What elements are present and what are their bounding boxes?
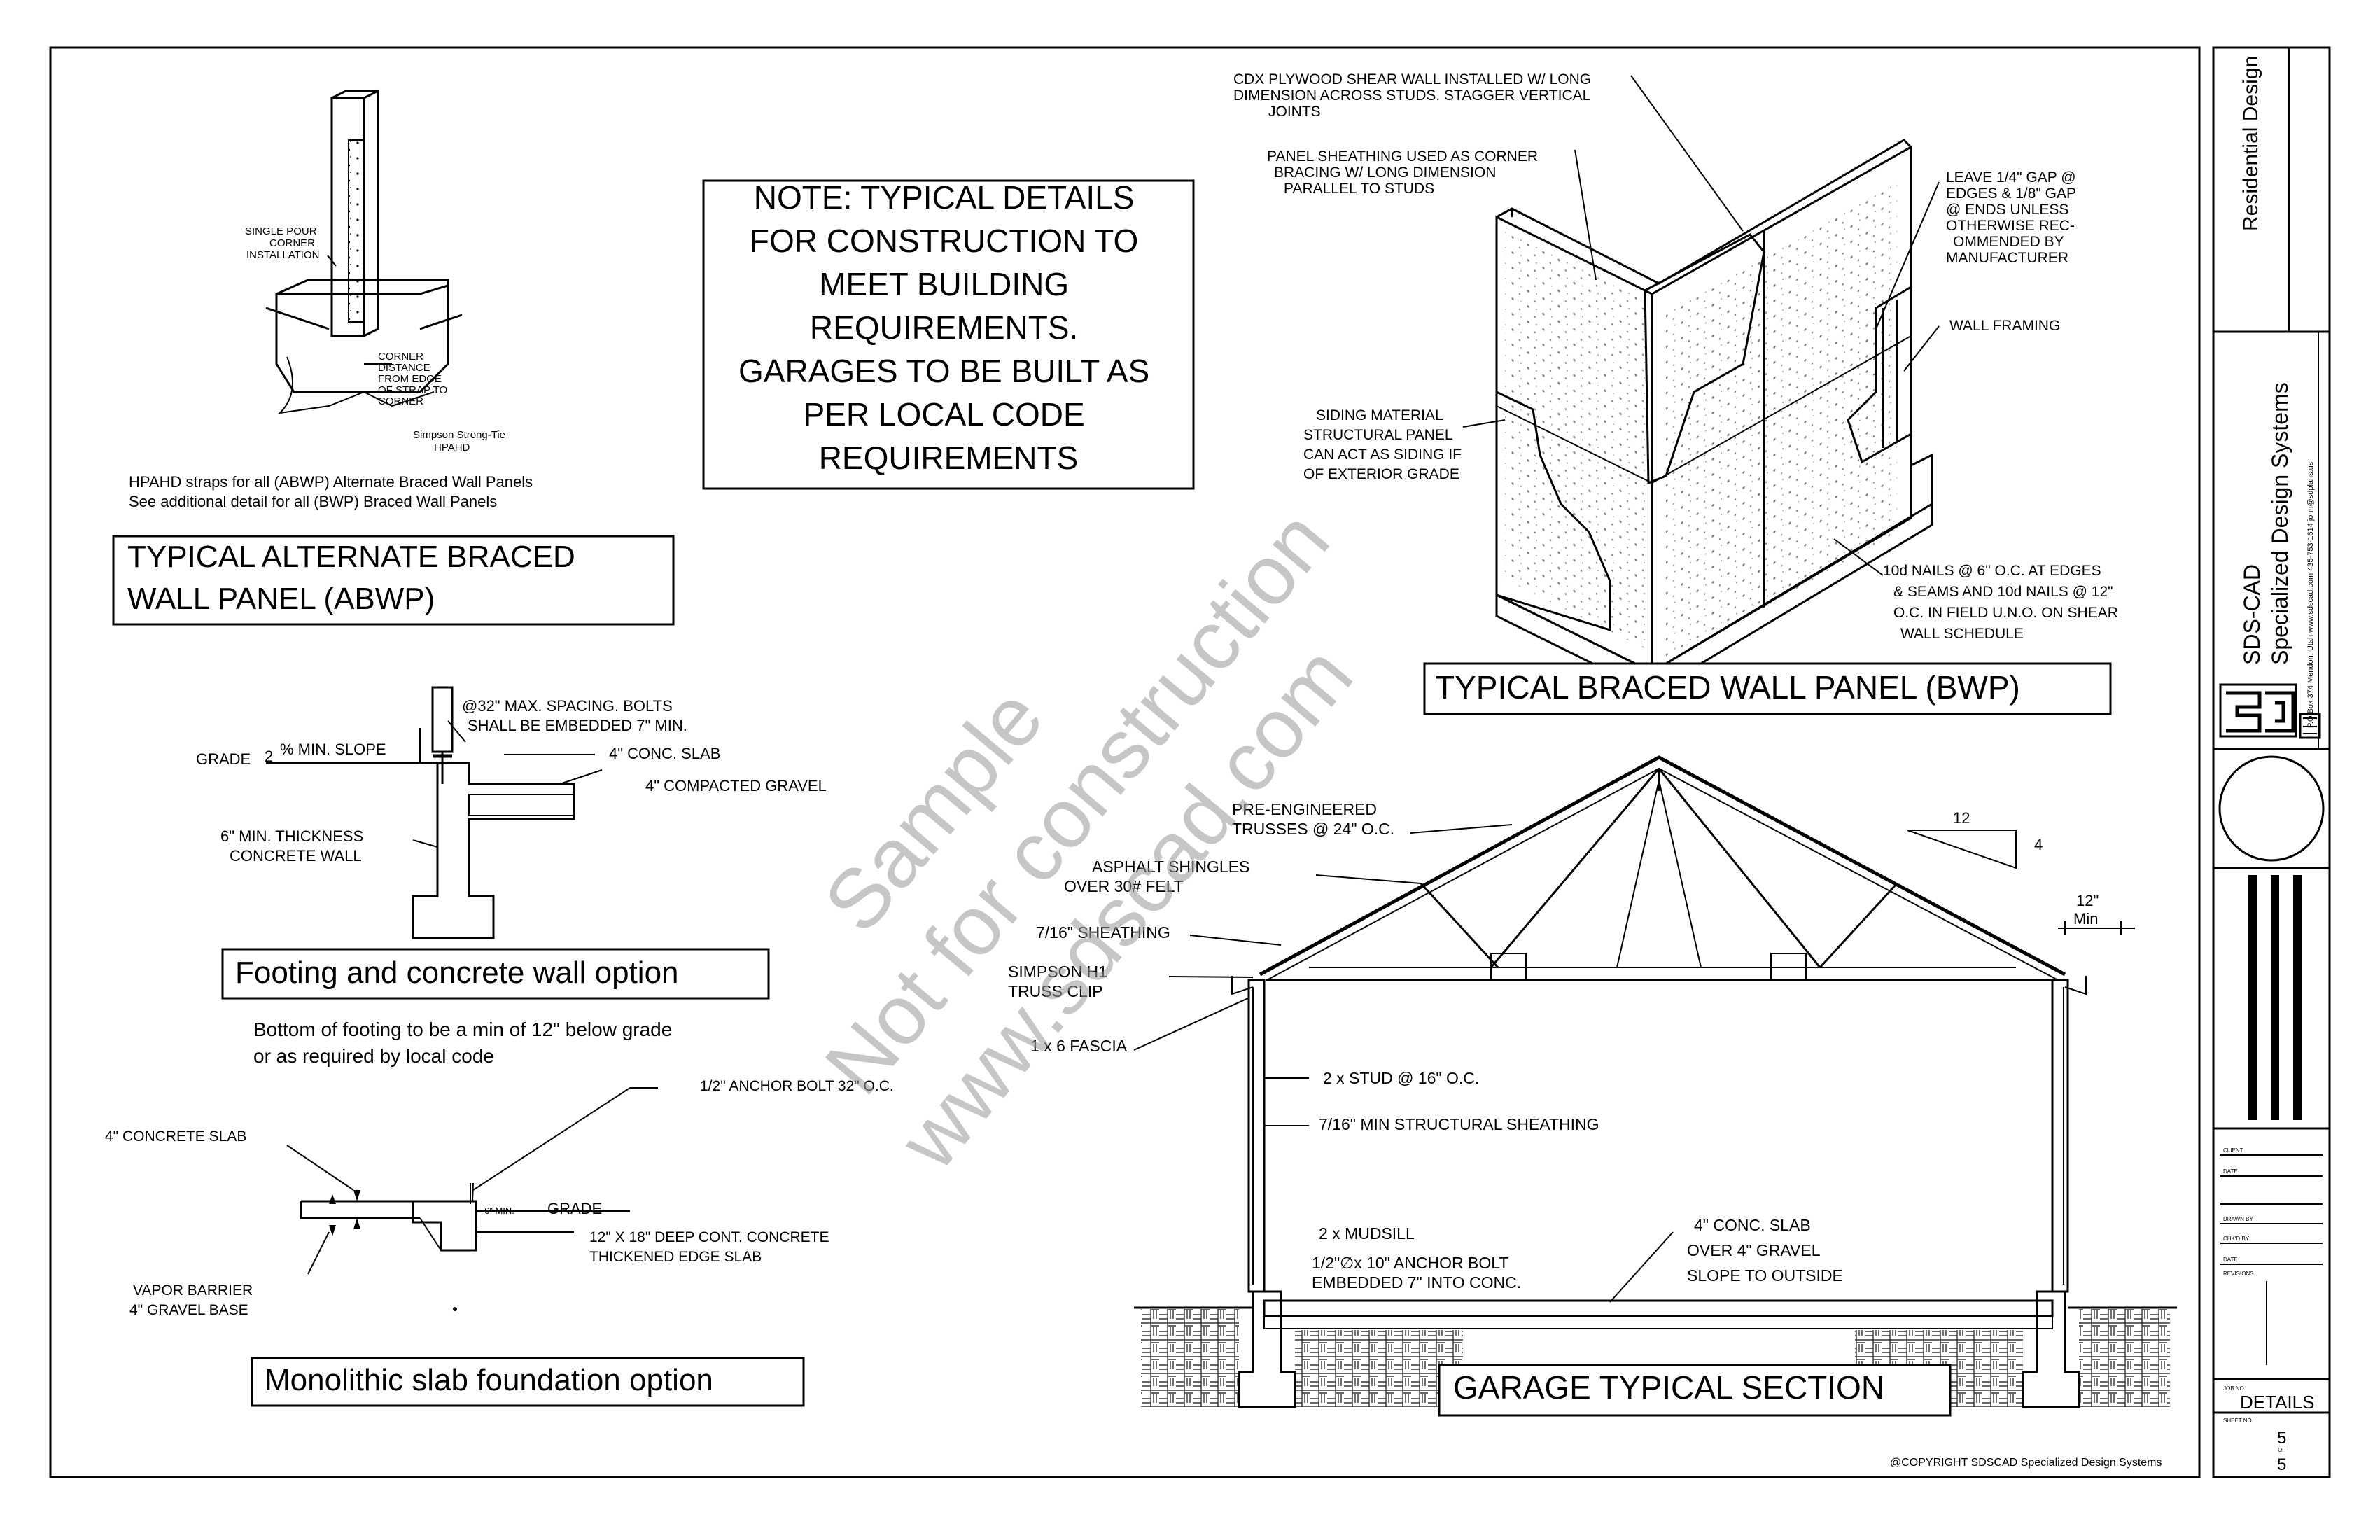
- company-address: P.O.Box 374 Mendon, Utah www.sdscad.com …: [2306, 461, 2315, 728]
- title-bar: [2248, 875, 2257, 1120]
- garage-shingles-label: ASPHALT SHINGLES OVER 30# FELT: [1064, 858, 1254, 895]
- bwp-title-box: [1423, 662, 2112, 715]
- mono-min-label: 6" MIN.: [484, 1205, 514, 1216]
- abwp-detail: SINGLE POUR CORNER INSTALLATION CORNER D…: [245, 89, 508, 454]
- bwp-title: TYPICAL BRACED WALL PANEL (BWP): [1435, 669, 2020, 706]
- company-name: SDS-CAD: [2239, 564, 2264, 665]
- bwp-wall-framing-label: WALL FRAMING: [1949, 318, 2060, 334]
- mono-slab-detail: [286, 1087, 658, 1311]
- garage-trusses-label: PRE-ENGINEERED TRUSSES @ 24" O.C.: [1232, 800, 1394, 838]
- garage-structural-label: 7/16" MIN STRUCTURAL SHEATHING: [1319, 1115, 1600, 1133]
- bwp-siding-label: SIDING MATERIAL STRUCTURAL PANEL CAN ACT…: [1303, 407, 1466, 482]
- bwp-panel-label: PANEL SHEATHING USED AS CORNER BRACING W…: [1267, 148, 1542, 197]
- sheet-number: 5: [2277, 1429, 2286, 1448]
- date2-label: DATE: [2223, 1256, 2238, 1263]
- pitch-run: 12: [1953, 809, 1970, 827]
- overhang-label: 12" Min: [2073, 892, 2103, 927]
- leader-line: [1833, 538, 1884, 576]
- residential-design-label: Residential Design: [2239, 56, 2262, 231]
- company-full-name: Specialized Design Systems: [2267, 382, 2292, 665]
- seal-circle: [2218, 755, 2325, 862]
- client-label: CLIENT: [2223, 1147, 2244, 1154]
- mono-title-box: [251, 1357, 805, 1407]
- note-text: NOTE: TYPICAL DETAILS FOR CONSTRUCTION T…: [738, 179, 1158, 476]
- footing-wall-label: 6" MIN. THICKNESS CONCRETE WALL: [220, 827, 368, 864]
- drawing-border: [49, 46, 2201, 1478]
- date-label: DATE: [2223, 1168, 2238, 1175]
- abwp-note-1: HPAHD straps for all (ABWP) Alternate Br…: [129, 473, 533, 491]
- footing-title-box: [221, 948, 770, 1000]
- sheet-no-label: SHEET NO.: [2223, 1418, 2253, 1424]
- garage-stud-label: 2 x STUD @ 16" O.C.: [1323, 1069, 1479, 1087]
- bwp-leave-gap-label: LEAVE 1/4" GAP @ EDGES & 1/8" GAP @ ENDS…: [1946, 169, 2080, 266]
- abwp-title-box: [112, 535, 675, 626]
- garage-fascia-label: 1 x 6 FASCIA: [1030, 1037, 1128, 1055]
- note-box: [702, 179, 1195, 490]
- garage-title-box: [1438, 1364, 1952, 1417]
- bwp-detail: [1495, 139, 1933, 694]
- garage-slab-label: 4" CONC. SLAB OVER 4" GRAVEL SLOPE TO OU…: [1687, 1216, 1843, 1284]
- footing-note-1: Bottom of footing to be a min of 12" bel…: [253, 1018, 672, 1040]
- garage-clip-label: SIMPSON H1 TRUSS CLIP: [1008, 962, 1112, 1000]
- footing-title: Footing and concrete wall option: [235, 955, 679, 990]
- bwp-cdx-label: CDX PLYWOOD SHEAR WALL INSTALLED W/ LONG…: [1233, 71, 1595, 120]
- mono-title: Monolithic slab foundation option: [265, 1363, 713, 1397]
- title-bar: [2293, 875, 2302, 1120]
- leader-line: [1875, 181, 1940, 330]
- drawn-by-label: DRAWN BY: [2223, 1216, 2253, 1222]
- mono-slab-label: 4" CONCRETE SLAB: [105, 1128, 246, 1144]
- sds-logo: [2219, 683, 2321, 739]
- bwp-nails-label: 10d NAILS @ 6" O.C. AT EDGES & SEAMS AND…: [1883, 563, 2122, 642]
- abwp-note-2: See additional detail for all (BWP) Brac…: [129, 493, 497, 510]
- copyright-notice: @COPYRIGHT SDSCAD Specialized Design Sys…: [1890, 1457, 2162, 1469]
- leader-line: [1630, 75, 1744, 232]
- garage-anchor-label: 1/2"∅x 10" ANCHOR BOLT EMBEDDED 7" INTO …: [1312, 1254, 1521, 1292]
- mono-thickened-label: 12" X 18" DEEP CONT. CONCRETE THICKENED …: [589, 1229, 833, 1265]
- abwp-label-single-pour: SINGLE POUR CORNER INSTALLATION: [245, 225, 320, 261]
- abwp-label-simpson: Simpson Strong-Tie HPAHD: [413, 429, 508, 454]
- checked-by-label: CHK'D BY: [2223, 1236, 2250, 1242]
- abwp-title-line1: TYPICAL ALTERNATE BRACED: [127, 540, 575, 574]
- mono-vapor-label: VAPOR BARRIER 4" GRAVEL BASE: [130, 1282, 257, 1318]
- footing-slab-label: 4" CONC. SLAB: [609, 745, 720, 762]
- abwp-label-corner: CORNER DISTANCE FROM EDGE OF STRAP TO CO…: [378, 351, 450, 407]
- garage-sheathing-label: 7/16" SHEATHING: [1036, 923, 1170, 941]
- footing-note-2: or as required by local code: [253, 1045, 494, 1067]
- leader-line: [1462, 419, 1506, 428]
- title-block: Residential Design SDS-CAD Specialized D…: [2213, 48, 2330, 1474]
- sheet-total: 5: [2277, 1455, 2286, 1474]
- footing-gravel-label: 4" COMPACTED GRAVEL: [645, 777, 827, 794]
- sheet-title: DETAILS: [2240, 1392, 2314, 1413]
- footing-slope-label: % MIN. SLOPE: [280, 741, 386, 758]
- mono-grade-label: GRADE: [547, 1200, 602, 1217]
- footing-spacing-label: @32" MAX. SPACING. BOLTS SHALL BE EMBEDD…: [462, 697, 687, 734]
- mono-anchor-label: 1/2" ANCHOR BOLT 32" O.C.: [700, 1078, 894, 1094]
- title-bar: [2271, 875, 2279, 1120]
- footing-slope-num: 2: [265, 748, 273, 765]
- garage-section: [1133, 755, 2177, 1408]
- leader-line: [1574, 149, 1597, 281]
- footing-grade-label: GRADE: [196, 750, 251, 768]
- pitch-rise: 4: [2034, 836, 2043, 853]
- revisions-label: REVISIONS: [2223, 1270, 2254, 1277]
- garage-mudsill-label: 2 x MUDSILL: [1319, 1224, 1415, 1242]
- leader-line: [1903, 326, 1940, 372]
- of-label: OF: [2278, 1447, 2286, 1453]
- abwp-title-line2: WALL PANEL (ABWP): [127, 582, 435, 616]
- footing-detail: [266, 686, 603, 939]
- job-no-label: JOB NO.: [2223, 1385, 2246, 1392]
- garage-title: GARAGE TYPICAL SECTION: [1453, 1369, 1884, 1406]
- title-block-border: [2212, 46, 2331, 1478]
